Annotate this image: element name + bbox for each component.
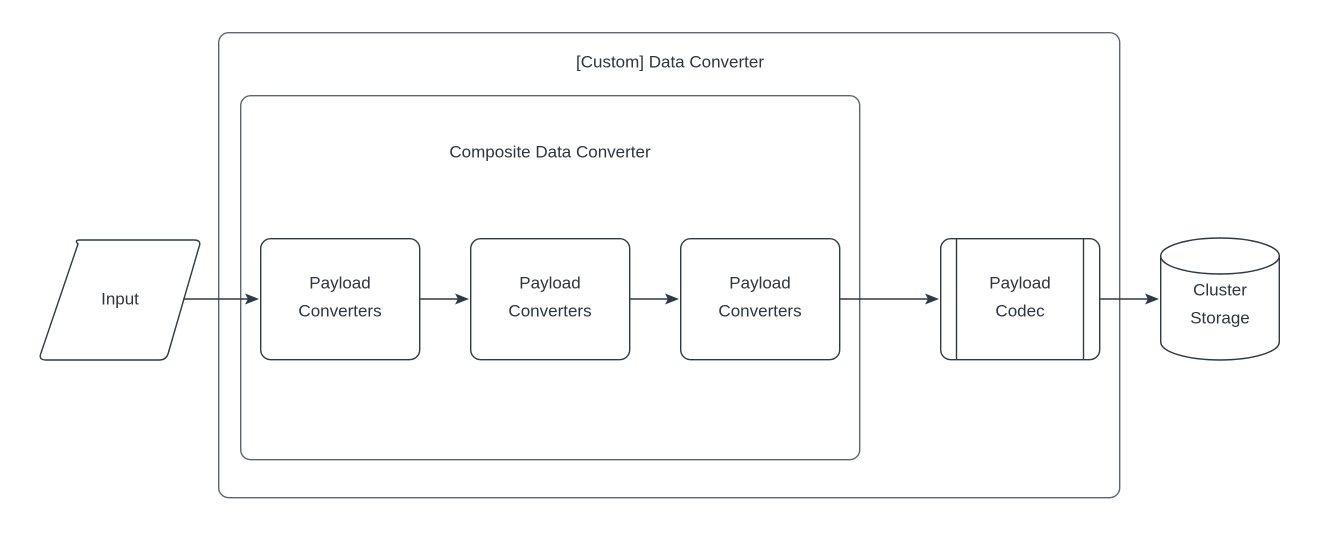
node-payload-converters-2-label-line1: Payload	[519, 273, 580, 292]
node-input-fill	[40, 240, 200, 360]
node-payload-converters-1-label-line1: Payload	[309, 273, 370, 292]
node-payload-converters-3[interactable]: Payload Converters	[680, 237, 841, 361]
node-cluster-storage-fill	[1160, 238, 1280, 360]
node-cluster-storage-body	[1160, 256, 1280, 361]
node-cluster-storage-top-ellipse	[1159, 237, 1280, 275]
edge-payload-converters-3-to-payload-codec	[840, 293, 939, 305]
edge-payload-converters-2-to-3	[630, 293, 679, 305]
node-payload-converters-1-shape	[260, 237, 421, 361]
container-custom-data-converter-label: [Custom] Data Converter	[576, 52, 764, 71]
edge-payload-converters-1-to-2	[420, 293, 469, 305]
node-cluster-storage-label-line1: Cluster	[1193, 280, 1247, 299]
node-payload-converters-1-label-line2: Converters	[298, 301, 381, 320]
node-payload-converters-2-fill	[470, 238, 630, 360]
edge-payload-converters-3-to-payload-codec-arrowhead	[925, 293, 939, 305]
node-cluster-storage[interactable]: Cluster Storage	[1159, 237, 1280, 361]
node-payload-converters-3-fill	[680, 238, 840, 360]
node-input-label: Input	[101, 289, 139, 308]
node-input[interactable]: Input	[39, 239, 201, 361]
node-payload-codec-label-line2: Codec	[995, 301, 1045, 320]
node-payload-codec-shape	[940, 237, 1101, 361]
edge-input-to-payload-converters-1-arrowhead	[245, 293, 259, 305]
edge-input-to-payload-converters-1	[183, 293, 259, 305]
node-payload-converters-3-shape	[680, 237, 841, 361]
node-payload-converters-3-label-line2: Converters	[718, 301, 801, 320]
node-payload-codec[interactable]: Payload Codec	[940, 237, 1101, 361]
container-composite-data-converter-label: Composite Data Converter	[449, 142, 651, 161]
node-payload-converters-1-fill	[260, 238, 420, 360]
node-payload-converters-1[interactable]: Payload Converters	[260, 237, 421, 361]
node-payload-codec-label-line1: Payload	[989, 273, 1050, 292]
node-payload-converters-2[interactable]: Payload Converters	[470, 237, 631, 361]
node-payload-converters-2-label-line2: Converters	[508, 301, 591, 320]
node-payload-converters-3-label-line1: Payload	[729, 273, 790, 292]
edge-payload-codec-to-cluster-storage	[1100, 293, 1159, 305]
node-payload-converters-2-shape	[470, 237, 631, 361]
node-payload-codec-fill	[940, 238, 1100, 360]
edge-payload-converters-1-to-2-arrowhead	[455, 293, 469, 305]
node-cluster-storage-label-line2: Storage	[1190, 308, 1250, 327]
edge-payload-codec-to-cluster-storage-arrowhead	[1145, 293, 1159, 305]
node-input-shape	[39, 239, 201, 361]
edge-payload-converters-2-to-3-arrowhead	[665, 293, 679, 305]
